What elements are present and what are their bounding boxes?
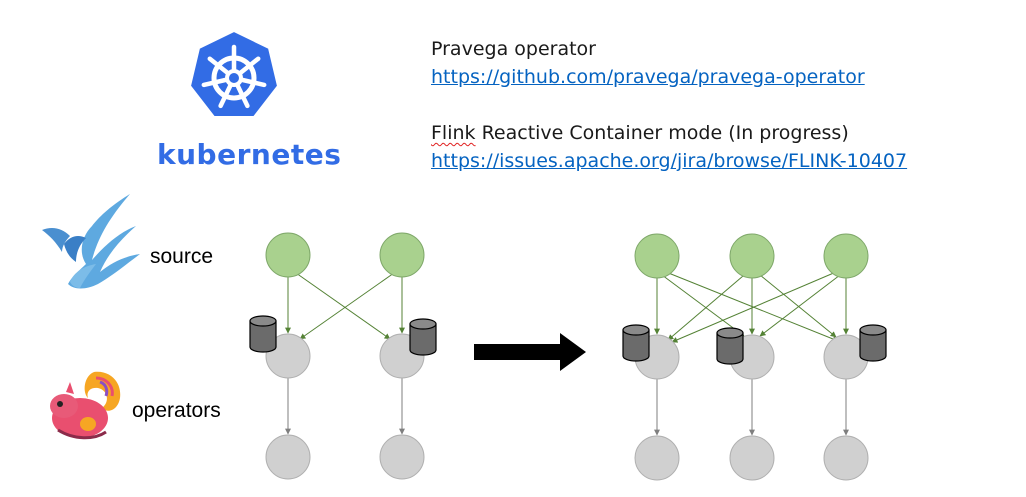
pravega-bird-icon (42, 194, 140, 289)
pravega-operator-title: Pravega operator (431, 38, 596, 60)
kubernetes-wordmark: kubernetes (157, 138, 342, 171)
source-node (634, 233, 680, 279)
operator-node (379, 434, 425, 480)
operator-node (634, 435, 680, 481)
flink-word: Flink (431, 122, 476, 144)
operator-node (729, 435, 775, 481)
kubernetes-helm-wheel-icon (188, 29, 280, 118)
edge (667, 275, 744, 341)
operator-node (823, 435, 869, 481)
flink-title-rest: Reactive Container mode (In progress) (475, 122, 849, 144)
source-node (379, 232, 425, 278)
right-arrow-icon (474, 333, 586, 371)
edge (295, 272, 391, 340)
pravega-operator-link[interactable]: https://github.com/pravega/pravega-opera… (431, 66, 865, 88)
edge (759, 274, 837, 338)
source-label: source (150, 245, 214, 268)
flink-squirrel-icon (50, 371, 121, 440)
edge (299, 272, 395, 340)
after-edges (654, 271, 849, 343)
source-node (265, 232, 311, 278)
database-cylinder-icon (622, 324, 650, 362)
flink-reactive-title: Flink Reactive Container mode (In progre… (431, 122, 849, 144)
source-node (729, 233, 775, 279)
edge (671, 271, 837, 343)
before-output-edges (285, 378, 405, 435)
operator-node (265, 333, 311, 379)
after-output-edges (654, 379, 849, 436)
database-cylinder-icon (716, 327, 744, 365)
edge (661, 274, 745, 337)
source-node (823, 233, 869, 279)
database-cylinder-icon (409, 318, 437, 356)
before-edges (285, 272, 405, 340)
database-cylinder-icon (859, 324, 887, 362)
flink-jira-link[interactable]: https://issues.apache.org/jira/browse/FL… (431, 150, 908, 172)
database-cylinder-icon (249, 315, 277, 353)
operator-node (265, 434, 311, 480)
operators-label: operators (132, 399, 221, 422)
edge (759, 274, 841, 337)
